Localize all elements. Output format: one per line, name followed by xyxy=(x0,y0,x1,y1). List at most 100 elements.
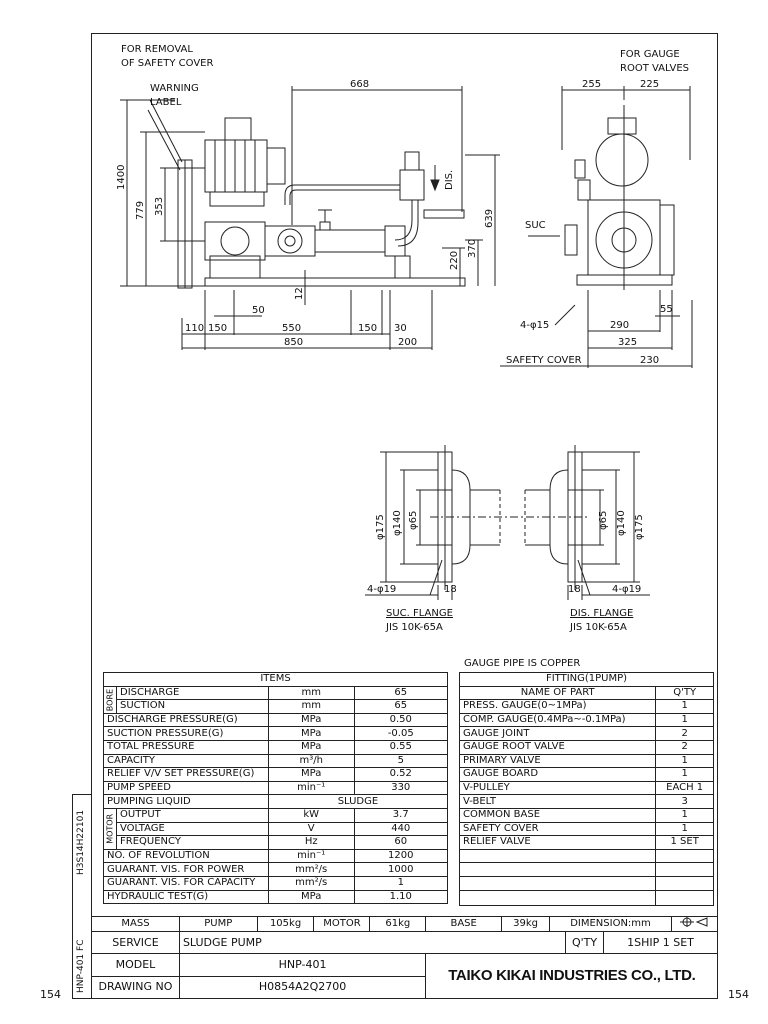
item-value: 330 xyxy=(353,780,448,796)
dis-flange-view xyxy=(525,445,650,600)
common-base xyxy=(204,277,466,287)
item-name: VOLTAGE xyxy=(116,821,269,837)
bore-group-label: BORE xyxy=(103,686,117,714)
motor-mass-label: MOTOR xyxy=(313,915,371,933)
fitting-part-qty: 1 xyxy=(655,821,714,837)
dim-225: 225 xyxy=(640,79,659,90)
drawing-no-value: H0854A2Q2700 xyxy=(178,975,427,1000)
item-name: PUMP SPEED xyxy=(103,780,269,796)
fitting-part-qty: 1 xyxy=(655,767,714,782)
dim-55: 55 xyxy=(660,304,673,315)
dim-12: 12 xyxy=(294,287,305,300)
fitting-part-name: PRESS. GAUGE(0~1MPa) xyxy=(458,699,657,714)
fitting-part-name: GAUGE BOARD xyxy=(458,767,657,782)
motor-mass: 61kg xyxy=(369,915,427,933)
fitting-header: FITTING(1PUMP) xyxy=(459,672,714,687)
item-value: 1 xyxy=(353,875,448,891)
item-value: SLUDGE xyxy=(267,794,449,809)
note-warning-2: LABEL xyxy=(150,97,182,108)
fitting-col-qty: Q'TY xyxy=(655,685,714,701)
item-name: FREQUENCY xyxy=(116,835,269,850)
dim-150-a: 150 xyxy=(208,323,227,334)
item-value: -0.05 xyxy=(353,726,448,741)
dim-290: 290 xyxy=(610,320,629,331)
item-name: DISCHARGE xyxy=(116,685,269,701)
fitting-empty-cell xyxy=(458,848,657,864)
note-gauge-1: FOR GAUGE xyxy=(620,49,680,60)
gauge-pipe-note: GAUGE PIPE IS COPPER xyxy=(464,658,581,669)
item-unit: mm²/s xyxy=(267,862,355,877)
dim-850: 850 xyxy=(284,337,303,348)
note-safety-cover: SAFETY COVER xyxy=(506,355,582,366)
qty-value: 1SHIP 1 SET xyxy=(603,931,718,955)
fitting-row: COMP. GAUGE(0.4MPa~-0.1MPa)1 xyxy=(458,712,714,728)
fitting-part-qty: 1 xyxy=(655,807,714,823)
fitting-empty-cell xyxy=(458,889,657,906)
motor xyxy=(204,139,268,193)
item-name: RELIEF V/V SET PRESSURE(G) xyxy=(103,767,269,782)
pump-casing xyxy=(264,225,316,257)
fitting-table: FITTING(1PUMP) NAME OF PART Q'TY PRESS. … xyxy=(458,672,714,906)
motor-group-label: MOTOR xyxy=(103,808,117,850)
item-value: 0.52 xyxy=(353,767,448,782)
item-name: GUARANT. VIS. FOR POWER xyxy=(103,862,269,877)
fitting-empty-cell xyxy=(458,862,657,877)
note-gauge-2: ROOT VALVES xyxy=(620,63,689,74)
item-value: 1.10 xyxy=(353,889,448,905)
relief-valve xyxy=(399,169,425,201)
item-unit: MPa xyxy=(267,712,355,728)
fitting-part-name: COMMON BASE xyxy=(458,807,657,823)
note-suc: SUC xyxy=(525,220,546,231)
pump-mass: 105kg xyxy=(256,915,315,933)
page-number-right: 154 xyxy=(728,988,749,1001)
note-removal-1: FOR REMOVAL xyxy=(121,44,193,55)
item-value: 0.50 xyxy=(353,712,448,728)
item-unit: MPa xyxy=(267,889,355,905)
fitting-part-qty: EACH 1 xyxy=(655,780,714,796)
fitting-part-qty: 1 xyxy=(655,753,714,769)
fitting-row-empty xyxy=(458,862,714,877)
dim-220: 220 xyxy=(449,251,460,270)
stator-tube xyxy=(314,229,386,253)
company-name: TAIKO KIKAI INDUSTRIES CO., LTD. xyxy=(425,953,718,999)
fitting-part-name: V-PULLEY xyxy=(458,780,657,796)
suc-flange-view xyxy=(365,445,500,600)
base-mass: 39kg xyxy=(501,915,551,933)
item-unit: V xyxy=(267,821,355,837)
suc-dim-bore: φ65 xyxy=(408,511,419,530)
fitting-part-name: GAUGE JOINT xyxy=(458,726,657,741)
item-name: GUARANT. VIS. FOR CAPACITY xyxy=(103,875,269,891)
item-unit: kW xyxy=(267,807,355,823)
fitting-part-qty: 1 SET xyxy=(655,835,714,850)
fitting-part-qty: 2 xyxy=(655,726,714,741)
dim-668: 668 xyxy=(350,79,369,90)
dim-200: 200 xyxy=(398,337,417,348)
suc-flange-std: JIS 10K-65A xyxy=(385,622,443,633)
item-name: NO. OF REVOLUTION xyxy=(103,848,269,864)
item-name: OUTPUT xyxy=(116,807,269,823)
fitting-part-qty: 1 xyxy=(655,699,714,714)
dis-flange-std: JIS 10K-65A xyxy=(569,622,627,633)
suc-dim-pcd: φ140 xyxy=(392,510,403,536)
item-unit: m³/h xyxy=(267,753,355,769)
gear-box xyxy=(204,221,266,261)
fitting-empty-cell xyxy=(655,848,714,864)
item-value: 65 xyxy=(353,685,448,701)
fitting-row: PRESS. GAUGE(0~1MPa)1 xyxy=(458,699,714,714)
